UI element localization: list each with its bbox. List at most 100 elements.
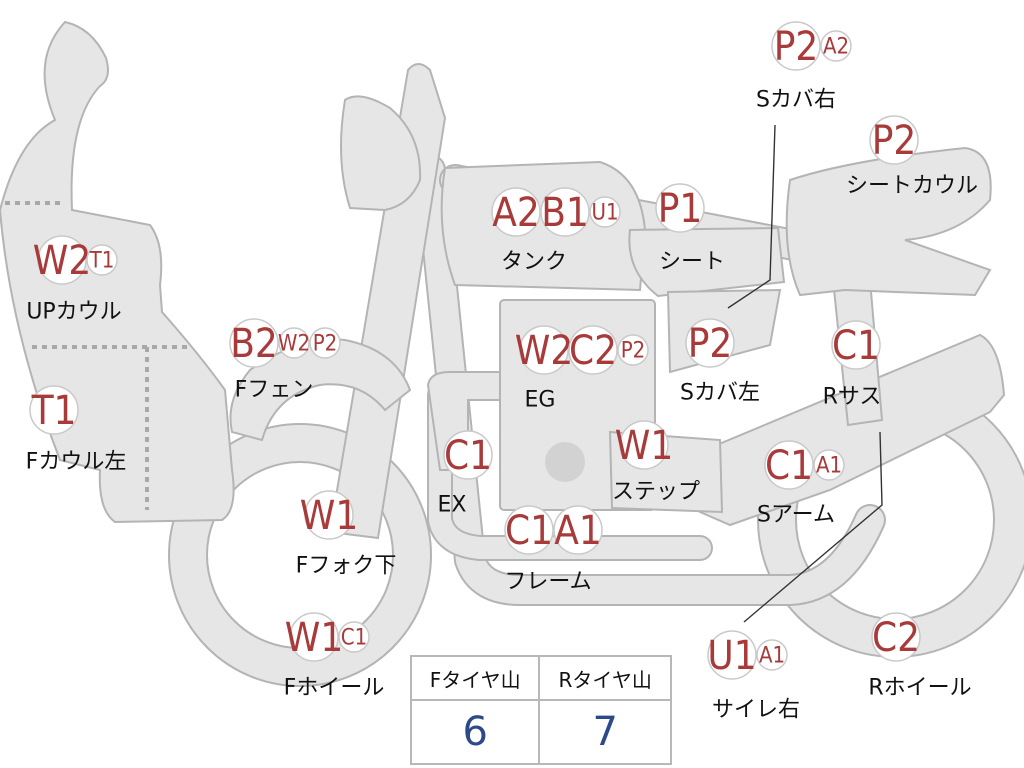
damage-badge-p2: P2 xyxy=(771,21,821,71)
badge-circle xyxy=(831,320,881,370)
part-label-r-wheel: Rホイール xyxy=(868,676,971,701)
rear-tire-header: Rタイヤ山 xyxy=(538,655,672,701)
badge-code: W1 xyxy=(285,615,343,661)
part-label-r-suspension: Rサス xyxy=(823,385,882,410)
badge-circle xyxy=(771,21,821,71)
cowl-dotted-lines xyxy=(5,201,190,510)
badge-code: C1 xyxy=(765,443,813,489)
damage-badge-a2: A2 xyxy=(491,187,541,237)
damage-badge-w1: W1 xyxy=(285,612,343,662)
badge-circle xyxy=(756,639,788,671)
damage-badge-t1: T1 xyxy=(29,385,79,435)
damage-badge-c1: C1 xyxy=(504,505,554,555)
badge-circle xyxy=(685,318,735,368)
part-label-side-cover-right: Sカバ右 xyxy=(756,88,836,113)
part-label-side-cover-left: Sカバ左 xyxy=(680,381,760,406)
part-label-seat: シート xyxy=(659,250,725,275)
tire-tread-table: Fタイヤ山 Rタイヤ山 6 7 xyxy=(409,655,672,765)
badge-code: C1 xyxy=(505,508,553,554)
damage-badge-p2: P2 xyxy=(309,327,341,359)
part-label-swing-arm: Sアーム xyxy=(757,503,835,528)
badge-circle xyxy=(617,334,649,366)
part-label-f-fender: Fフェン xyxy=(235,378,314,403)
damage-badge-u1: U1 xyxy=(589,196,621,228)
badge-code: C1 xyxy=(444,433,492,479)
damage-badge-t1: T1 xyxy=(86,244,118,276)
badge-code: B2 xyxy=(230,321,278,367)
badge-code: P2 xyxy=(621,339,646,364)
badge-circle xyxy=(589,196,621,228)
badge-circle xyxy=(707,630,757,680)
handlebar-shape xyxy=(340,95,422,212)
badge-circle xyxy=(443,430,493,480)
part-label-tank: タンク xyxy=(501,250,567,275)
damage-badge-a1: A1 xyxy=(756,639,788,671)
badge-circle xyxy=(278,327,310,359)
badge-circle xyxy=(655,183,705,233)
front-fender-shape xyxy=(229,338,412,442)
badge-circle xyxy=(289,612,339,662)
badge-code: A1 xyxy=(554,508,602,554)
badge-code: W1 xyxy=(300,493,358,539)
badge-circle xyxy=(553,505,603,555)
rear-tire-value: 7 xyxy=(538,699,672,765)
part-label-exhaust: EX xyxy=(438,493,467,518)
damage-badge-a1: A1 xyxy=(813,449,845,481)
damage-badge-u1: U1 xyxy=(707,630,757,680)
damage-badge-c2: C2 xyxy=(568,325,618,375)
badge-code: C2 xyxy=(872,615,920,661)
badge-circle xyxy=(869,115,919,165)
badge-circle xyxy=(491,187,541,237)
badge-code: C2 xyxy=(569,328,617,374)
damage-badge-c1: C1 xyxy=(764,440,814,490)
damage-badge-b2: B2 xyxy=(229,318,279,368)
part-label-seat-cowl: シートカウル xyxy=(846,174,978,199)
damage-badge-w1: W1 xyxy=(300,490,358,540)
part-label-frame: フレーム xyxy=(504,570,591,595)
badge-code: P2 xyxy=(774,24,819,70)
badge-circle xyxy=(540,187,590,237)
front-tire-value: 6 xyxy=(409,699,541,765)
badge-code: P2 xyxy=(688,321,733,367)
badge-circle xyxy=(504,505,554,555)
part-label-f-wheel: Fホイール xyxy=(284,676,385,701)
badge-circle xyxy=(309,327,341,359)
badge-code: T1 xyxy=(31,388,77,434)
engine-cover-shape xyxy=(545,442,585,482)
damage-badge-w1: W1 xyxy=(615,420,673,470)
damage-badge-p1: P1 xyxy=(655,183,705,233)
badge-code: A1 xyxy=(759,644,785,669)
badge-code: B1 xyxy=(541,190,589,236)
front-wheel-shape xyxy=(168,423,432,687)
damage-badge-p2: P2 xyxy=(685,318,735,368)
damage-badge-b1: B1 xyxy=(540,187,590,237)
damage-badge-p2: P2 xyxy=(869,115,919,165)
badge-circle xyxy=(304,490,354,540)
part-label-cowl-left: Fカウル左 xyxy=(26,450,127,475)
badge-code: A1 xyxy=(816,454,842,479)
part-label-engine: EG xyxy=(525,388,556,413)
badge-code: W1 xyxy=(615,423,673,469)
badge-code: P2 xyxy=(872,118,917,164)
part-label-silencer-right: サイレ右 xyxy=(712,698,800,723)
damage-badge-p2: P2 xyxy=(617,334,649,366)
badge-code: W2 xyxy=(515,328,573,374)
badge-circle xyxy=(820,30,852,62)
badge-circle xyxy=(338,621,370,653)
badge-circle xyxy=(813,449,845,481)
badge-code: U1 xyxy=(591,201,618,226)
badge-code: C1 xyxy=(832,323,880,369)
seat-shape xyxy=(628,226,786,298)
badge-circle xyxy=(871,612,921,662)
part-label-step: ステップ xyxy=(612,480,700,505)
badge-code: P2 xyxy=(313,332,338,357)
damage-badge-c1: C1 xyxy=(443,430,493,480)
badge-circle xyxy=(764,440,814,490)
front-tire-header: Fタイヤ山 xyxy=(409,655,541,701)
badge-code: C1 xyxy=(341,626,367,651)
badge-circle xyxy=(568,325,618,375)
damage-badge-a2: A2 xyxy=(820,30,852,62)
badge-code: W2 xyxy=(33,238,91,284)
damage-badge-w2: W2 xyxy=(33,235,91,285)
